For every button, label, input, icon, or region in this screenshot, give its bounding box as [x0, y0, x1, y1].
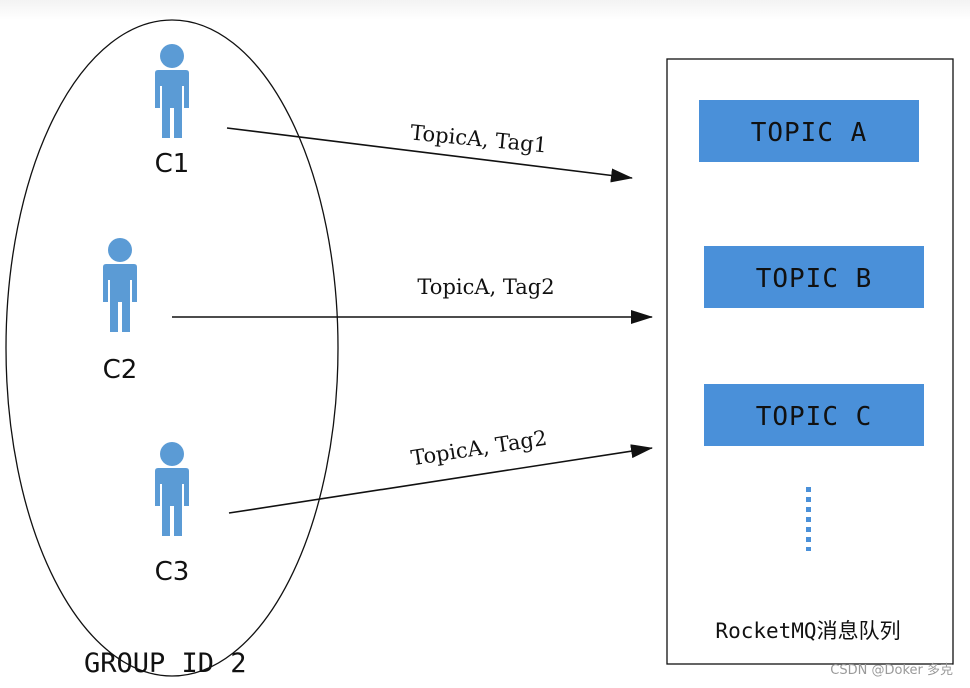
arrow-line [228, 444, 653, 514]
consumer-c2: C2 [103, 238, 138, 385]
arrow-line [226, 127, 633, 183]
person-icon [155, 44, 189, 138]
topic-box [704, 384, 924, 446]
consumer-c1: C1 [155, 44, 190, 179]
topic-label: TOPIC B [756, 264, 873, 294]
person-icon [155, 442, 189, 536]
arrow-c3: TopicA, Tag2 [228, 426, 653, 514]
rocketmq-queue-label: RocketMQ消息队列 [715, 619, 900, 643]
arrow-label: TopicA, Tag2 [409, 426, 548, 470]
watermark: CSDN @Doker 多克 [830, 662, 953, 678]
topic-c: TOPIC C [704, 384, 924, 446]
top-shadow [0, 0, 970, 20]
topic-box [699, 100, 919, 162]
arrow-c2: TopicA, Tag2 [172, 275, 653, 324]
consumer-c3: C3 [155, 442, 190, 587]
consumer-label: C2 [103, 355, 138, 385]
person-icon [103, 238, 137, 332]
vertical-dots-icon [806, 487, 811, 551]
group-id-label: GROUP ID 2 [84, 648, 247, 679]
arrow-label: TopicA, Tag1 [409, 121, 548, 158]
topic-label: TOPIC C [756, 402, 873, 432]
topic-label: TOPIC A [751, 118, 868, 148]
topic-b: TOPIC B [704, 246, 924, 308]
topic-a: TOPIC A [699, 100, 919, 162]
consumer-group-ellipse [5, 19, 339, 677]
consumer-label: C3 [155, 557, 190, 587]
arrow-label: TopicA, Tag2 [417, 275, 554, 299]
topic-box [704, 246, 924, 308]
arrow-c1: TopicA, Tag1 [226, 121, 633, 183]
consumer-label: C1 [155, 149, 190, 179]
